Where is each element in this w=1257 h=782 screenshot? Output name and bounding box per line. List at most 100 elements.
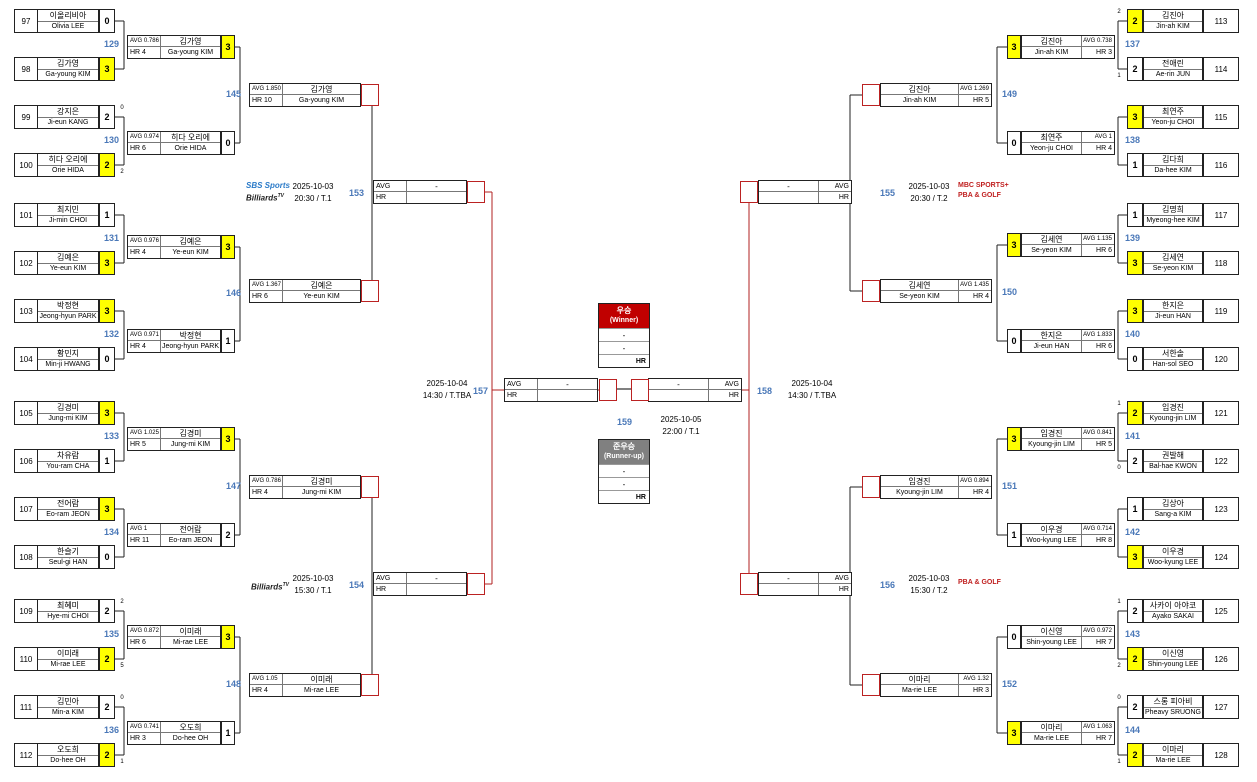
seed-number: 100 [14,153,38,177]
player-name-korean: 김세연 [881,280,959,291]
match-score: 0 [1007,625,1021,649]
player-high-run: HR 5 [130,441,146,448]
tiebreak-score: 0 [120,695,124,701]
player-name-korean: 전어람 [160,524,220,535]
runnerup-subtitle: (Runner-up) [603,453,645,460]
player-name-english: Mi-rae LEE [160,637,220,648]
player-name-english: Yeon-ju CHOI [1151,119,1195,126]
player-name-english: Seul-gi HAN [48,559,88,566]
match-date: 2025-10-05 [660,415,702,424]
broadcaster-logo-billiards: BilliardsTV [251,580,289,593]
match-number: 144 [1125,725,1141,735]
match-number: 150 [1002,287,1018,297]
match-number: 154 [349,580,365,590]
match-score: 0 [99,545,115,569]
seed-number: 102 [14,251,38,275]
match-score: 3 [1127,545,1143,569]
match-date: 2025-10-03 [292,574,334,583]
seed-number: 113 [1203,9,1239,33]
player-name-korean: 전어람 [38,498,98,510]
seed-number: 118 [1203,251,1239,275]
player-average: AVG 1.269 [959,84,991,95]
name-placeholder [537,390,597,401]
billiards-tv-logo: BilliardsTV [251,580,289,593]
player-high-run: HR 6 [1096,343,1112,350]
match-score: 2 [1127,9,1143,33]
player-average: AVG 1.833 [1082,330,1114,341]
score-cell-empty [862,674,880,696]
runnerup-name: - [599,464,649,477]
player-high-run: HR 4 [1096,145,1112,152]
player-name-english: Se-yeon KIM [1152,265,1194,272]
player-average: AVG 0.786 [128,36,160,47]
player-name-english: Kyoung-jin LIM [1149,415,1197,422]
name-placeholder: - [537,379,597,390]
player-name-english: Min-a KIM [52,709,84,716]
player-name-english: Se-yeon KIM [881,291,959,302]
player-average: AVG 1.435 [959,280,991,291]
player-name-korean: 이신영 [1022,626,1082,637]
tiebreak-score: 2 [120,599,124,605]
player-name-korean: 강지은 [38,106,98,118]
match-score: 2 [99,695,115,719]
tiebreak-score: 1 [1117,599,1121,605]
